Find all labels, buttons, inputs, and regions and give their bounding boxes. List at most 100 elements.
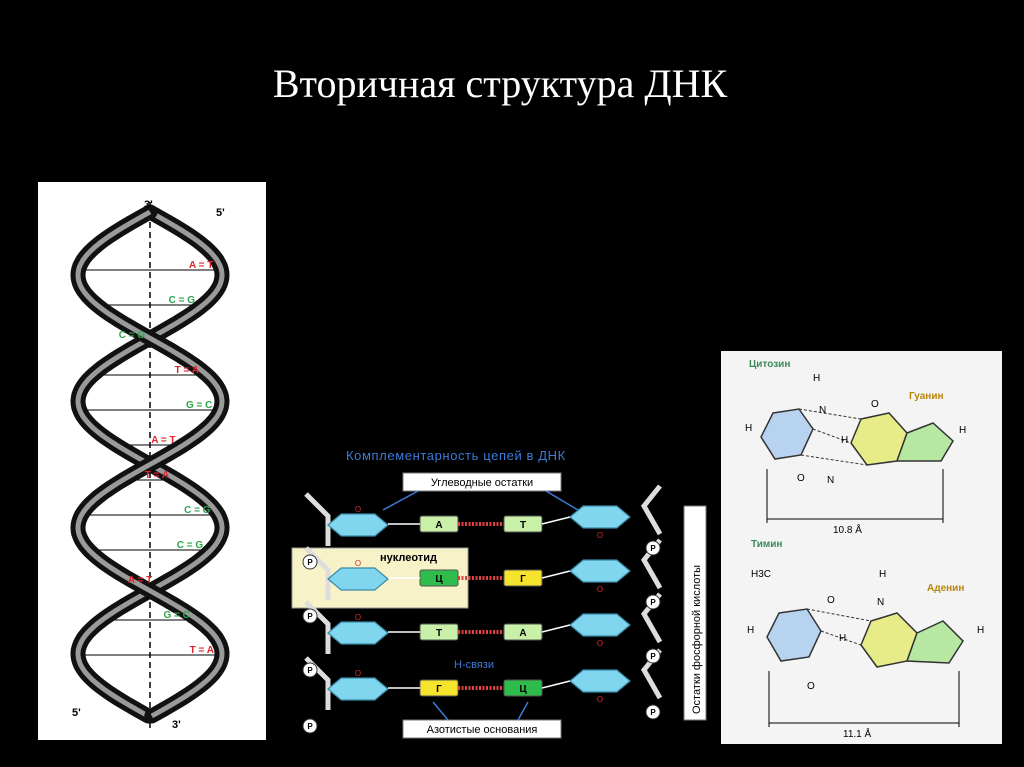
phosphate-left-symbol: P [307, 558, 313, 567]
gc-atom-h1: H [813, 373, 820, 384]
bases-arrow-left [432, 701, 449, 721]
hbond-gc-2 [798, 408, 862, 420]
adenine-label: Аденин [927, 583, 964, 594]
helix-pair-label: G = C [186, 400, 212, 411]
slide-title: Вторичная структура ДНК [272, 61, 728, 106]
ta-methyl: H3C [751, 569, 771, 580]
bases-label-box [402, 719, 562, 739]
ta-atom-h4: H [747, 625, 754, 636]
base-pair-structures: Цитозин Гуанин N H O H N O H H 10.8 Å Ти… [745, 359, 984, 740]
bases-label: Азотистые основания [427, 724, 538, 736]
sugar-left [327, 513, 389, 537]
cytosine-ring [760, 408, 814, 460]
base-left-letter: Г [436, 684, 442, 695]
phosphate-right-symbol: P [650, 652, 656, 661]
hbond-gc-3 [800, 454, 868, 466]
ta-atom-h2: H [839, 633, 846, 644]
sugar-label-box [402, 472, 562, 492]
backbone-right [640, 484, 663, 536]
helix-end-top-right: 5' [216, 207, 225, 219]
helix-pair-label: C = G [177, 540, 204, 551]
sugar-arrow-left [382, 490, 419, 511]
base-left-letter: Ц [435, 574, 443, 585]
phosphate-left [302, 718, 318, 734]
sugar-left [327, 567, 389, 591]
gc-atom-n2: N [827, 475, 834, 486]
phosphate-label-box [683, 505, 707, 721]
helix-pair-label: A = T [128, 575, 152, 586]
helix-pair-label: T = A [190, 645, 214, 656]
base-left-letter: А [435, 520, 442, 531]
complementarity-title: Комплементарность цепей в ДНК [346, 448, 566, 463]
hbond-ta-2 [806, 608, 872, 622]
glycosidic-link-right [541, 570, 571, 579]
helix-end-bottom-right: 3' [172, 719, 181, 731]
ta-atom-o1: O [827, 595, 835, 606]
oxygen-left: O [355, 559, 361, 568]
phosphate-left [302, 554, 318, 570]
sugar-right [569, 613, 631, 637]
helix-pair-label: T = A [145, 470, 169, 481]
sugar-left [327, 621, 389, 645]
guanine-label: Гуанин [909, 391, 944, 402]
oxygen-left: O [355, 669, 361, 678]
sugar-right [569, 505, 631, 529]
gc-atom-h2: H [841, 435, 848, 446]
base-pairs-panel: Цитозин Гуанин N H O H N O H H 10.8 Å Ти… [721, 351, 1002, 744]
sugar-right [569, 559, 631, 583]
cytosine-label: Цитозин [749, 359, 790, 370]
phosphate-right-symbol: P [650, 708, 656, 717]
ta-atom-h1: H [879, 569, 886, 580]
helix-pair-label: C = G [119, 330, 146, 341]
gc-distance: 10.8 Å [833, 523, 862, 536]
phosphate-right-symbol: P [650, 544, 656, 553]
sugar-arrow-right [545, 490, 579, 511]
oxygen-right: O [597, 639, 603, 648]
gc-atom-h3: H [959, 425, 966, 436]
adenine-ring-five [905, 620, 964, 664]
phosphate-left [302, 662, 318, 678]
sugar-left [327, 677, 389, 701]
helix-end-top-left: 3' [144, 199, 153, 211]
phosphate-label: Остатки фосфорной кислоты [691, 565, 703, 714]
sugar-label: Углеводные остатки [431, 477, 533, 489]
hbond-ta-1 [820, 630, 862, 646]
phosphate-right [645, 648, 661, 664]
nucleotide-label: нуклеотид [380, 552, 437, 564]
sugar-right [569, 669, 631, 693]
gc-atom-o2: O [797, 473, 805, 484]
backbone-left [304, 492, 331, 546]
helix-pair-label: G = C [163, 610, 189, 621]
helix-strand-highlight [75, 209, 225, 719]
bases-arrow-right [517, 701, 529, 721]
helix-pair-label: A = T [151, 435, 175, 446]
phosphate-right [645, 540, 661, 556]
oxygen-left: O [355, 505, 361, 514]
helix-pair-label: C = G [184, 505, 211, 516]
oxygen-right: O [597, 531, 603, 540]
oxygen-right: O [597, 585, 603, 594]
thymine-label: Тимин [751, 539, 782, 550]
ta-atom-h3: H [977, 625, 984, 636]
thymine-ring [766, 608, 822, 662]
oxygen-right: O [597, 695, 603, 704]
double-helix-diagram: A = T C = G C = G T = A G = C A = T T = A C = G… [70, 199, 230, 732]
glycosidic-link-right [541, 624, 571, 633]
ta-atom-o2: O [807, 681, 815, 692]
complementarity-panel: Комплементарность цепей в ДНК Углеводные… [288, 436, 720, 746]
phosphate-left-symbol: P [307, 612, 313, 621]
complementarity-diagram: Комплементарность цепей в ДНК Углеводные… [291, 448, 707, 739]
hbond-gc-1 [812, 428, 852, 444]
phosphate-right-symbol: P [650, 598, 656, 607]
helix-pair-label: A = T [189, 260, 213, 271]
base-left-letter: Т [436, 628, 442, 639]
phosphate-left-symbol: P [307, 666, 313, 675]
glycosidic-link-right [541, 680, 571, 689]
guanine-ring-five [895, 422, 954, 462]
base-right-letter: Ц [519, 684, 527, 695]
gc-atom-h4: H [745, 423, 752, 434]
double-helix-panel: A = T C = G C = G T = A G = C A = T T = A C = G… [38, 182, 266, 740]
phosphate-left [302, 608, 318, 624]
helix-pair-label: T = A [175, 365, 199, 376]
gc-atom-o1: O [871, 399, 879, 410]
